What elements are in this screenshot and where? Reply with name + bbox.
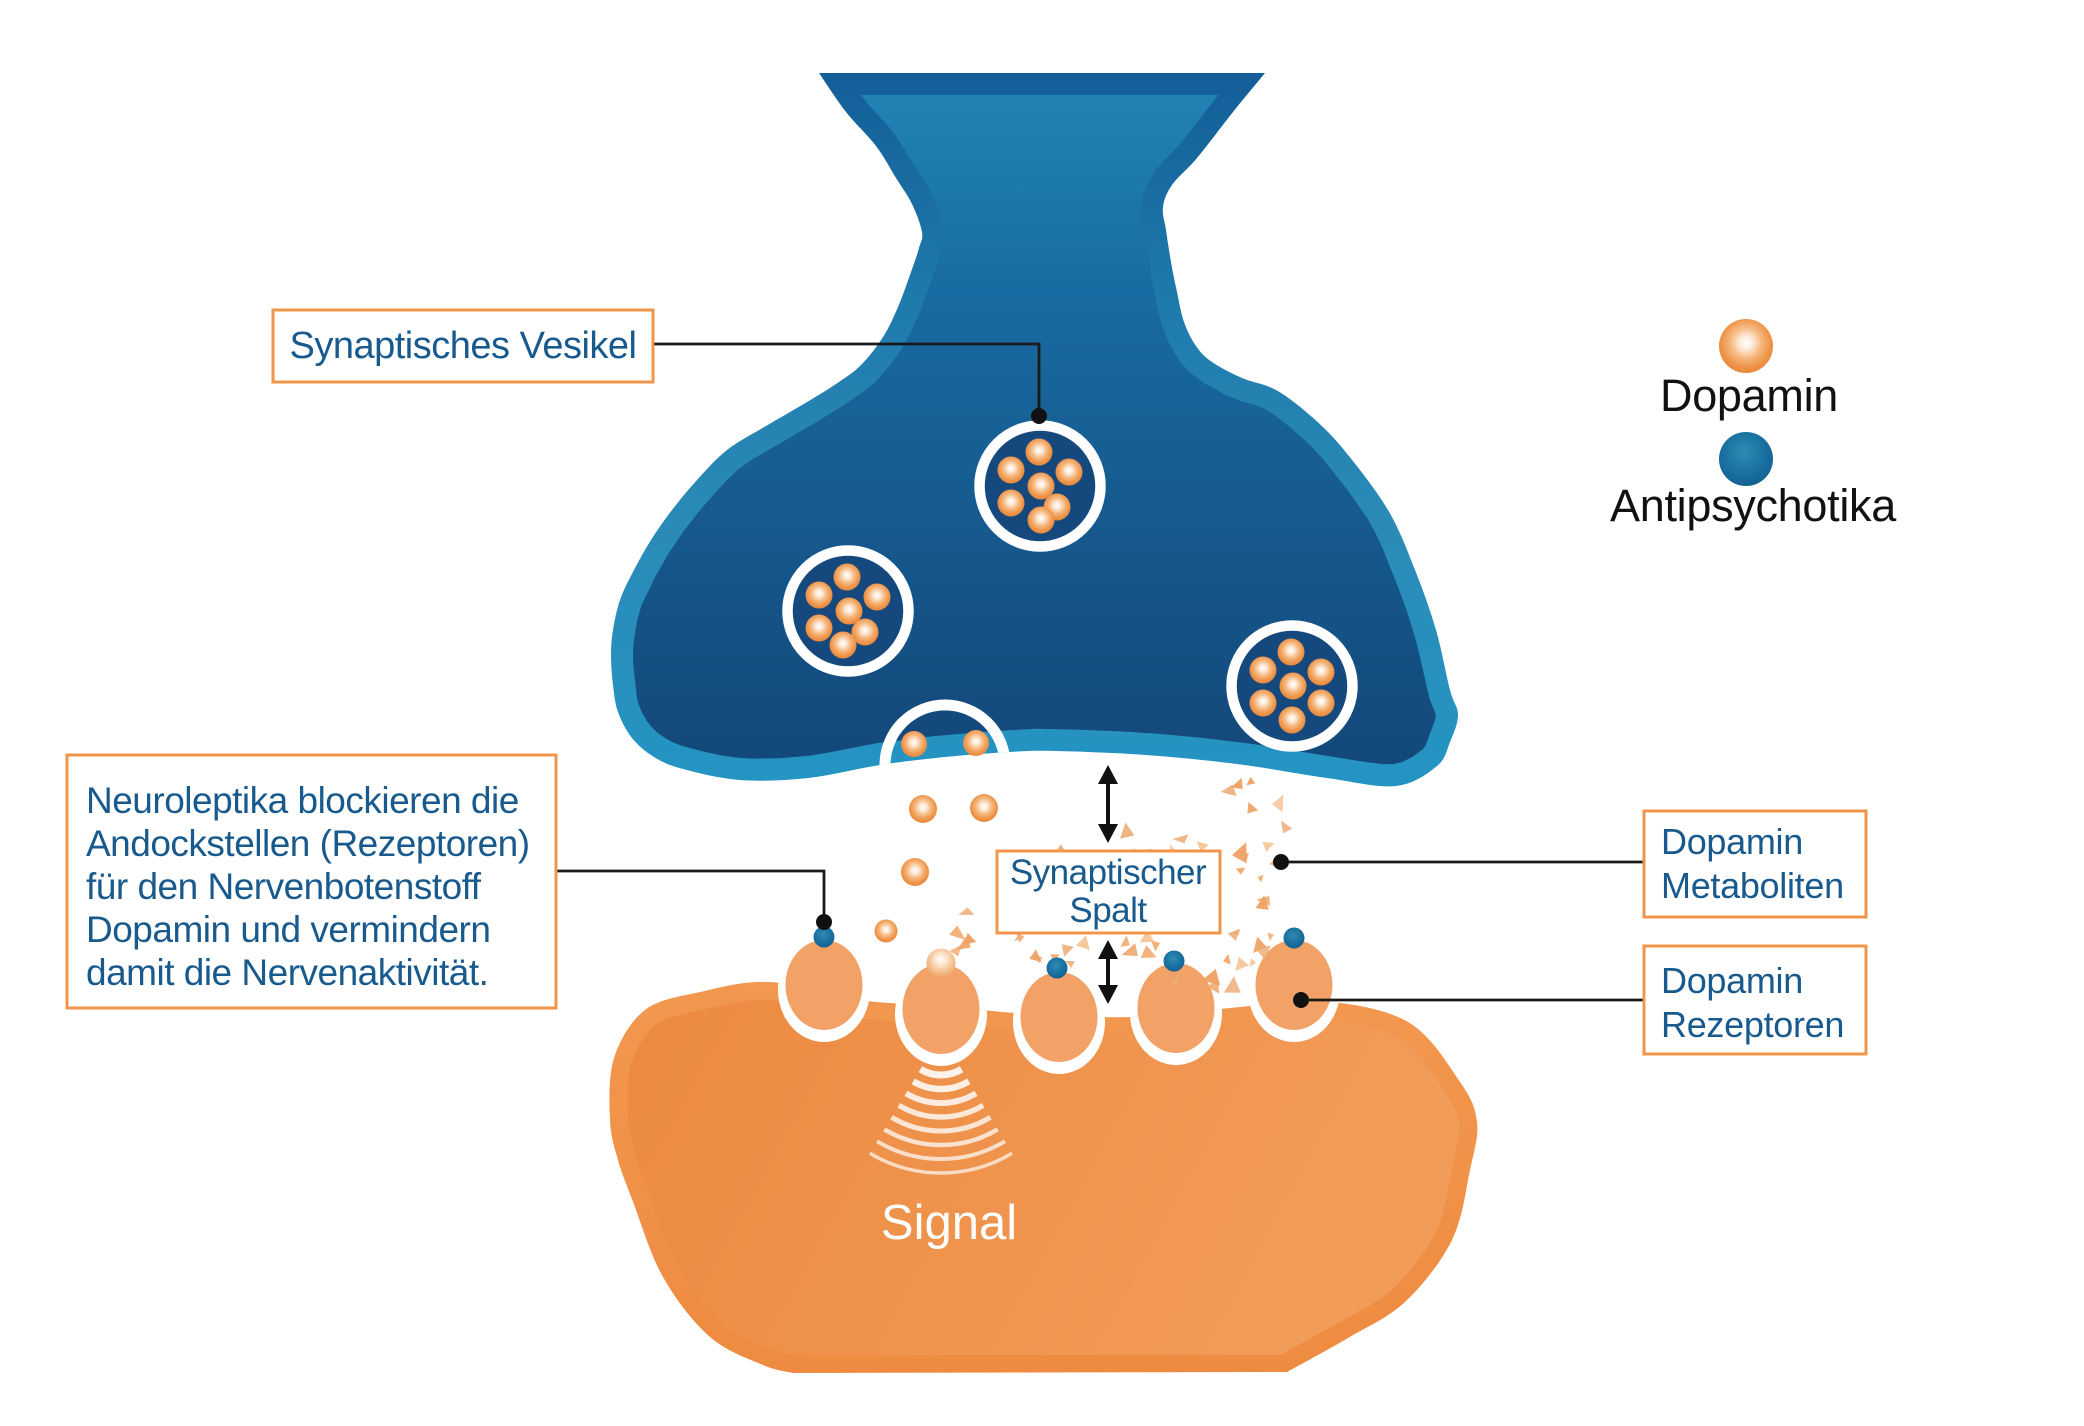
- svg-text:Synaptischer: Synaptischer: [1010, 853, 1207, 892]
- svg-text:für den Nervenbotenstoff: für den Nervenbotenstoff: [86, 866, 482, 907]
- svg-text:damit die Nervenaktivität.: damit die Nervenaktivität.: [86, 952, 488, 993]
- svg-text:Antipsychotika: Antipsychotika: [1610, 480, 1897, 531]
- svg-text:Signal: Signal: [881, 1196, 1017, 1250]
- svg-text:Andockstellen (Rezeptoren): Andockstellen (Rezeptoren): [86, 823, 530, 864]
- svg-text:Metaboliten: Metaboliten: [1661, 865, 1844, 906]
- svg-text:Spalt: Spalt: [1069, 891, 1147, 930]
- svg-text:Neuroleptika blockieren die: Neuroleptika blockieren die: [86, 780, 519, 821]
- svg-text:Rezeptoren: Rezeptoren: [1661, 1004, 1844, 1045]
- svg-text:Synaptisches Vesikel: Synaptisches Vesikel: [290, 325, 637, 367]
- svg-text:Dopamin: Dopamin: [1661, 821, 1803, 862]
- svg-text:Dopamin: Dopamin: [1660, 370, 1838, 421]
- svg-text:Dopamin und vermindern: Dopamin und vermindern: [86, 909, 490, 950]
- svg-text:Dopamin: Dopamin: [1661, 960, 1803, 1001]
